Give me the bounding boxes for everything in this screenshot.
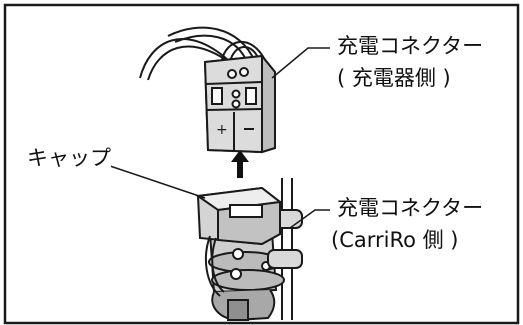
frame-border — [3, 3, 520, 325]
charger-cables — [139, 26, 266, 81]
vehicle-connector-body — [208, 231, 285, 322]
label-charger-connector: 充電コネクター — [337, 34, 484, 58]
mating-arrow — [231, 150, 249, 178]
label-charger-side: ( 充電器側 ) — [337, 66, 451, 90]
label-vehicle-side: (CarriRo 側 ) — [331, 228, 459, 252]
leader-lines — [109, 47, 330, 229]
charger-connector-plug: + — [203, 53, 276, 154]
label-cap: キャップ — [27, 146, 111, 170]
label-vehicle-connector: 充電コネクター — [337, 196, 484, 220]
svg-text:+: + — [216, 122, 228, 138]
connector-cap — [195, 186, 283, 297]
